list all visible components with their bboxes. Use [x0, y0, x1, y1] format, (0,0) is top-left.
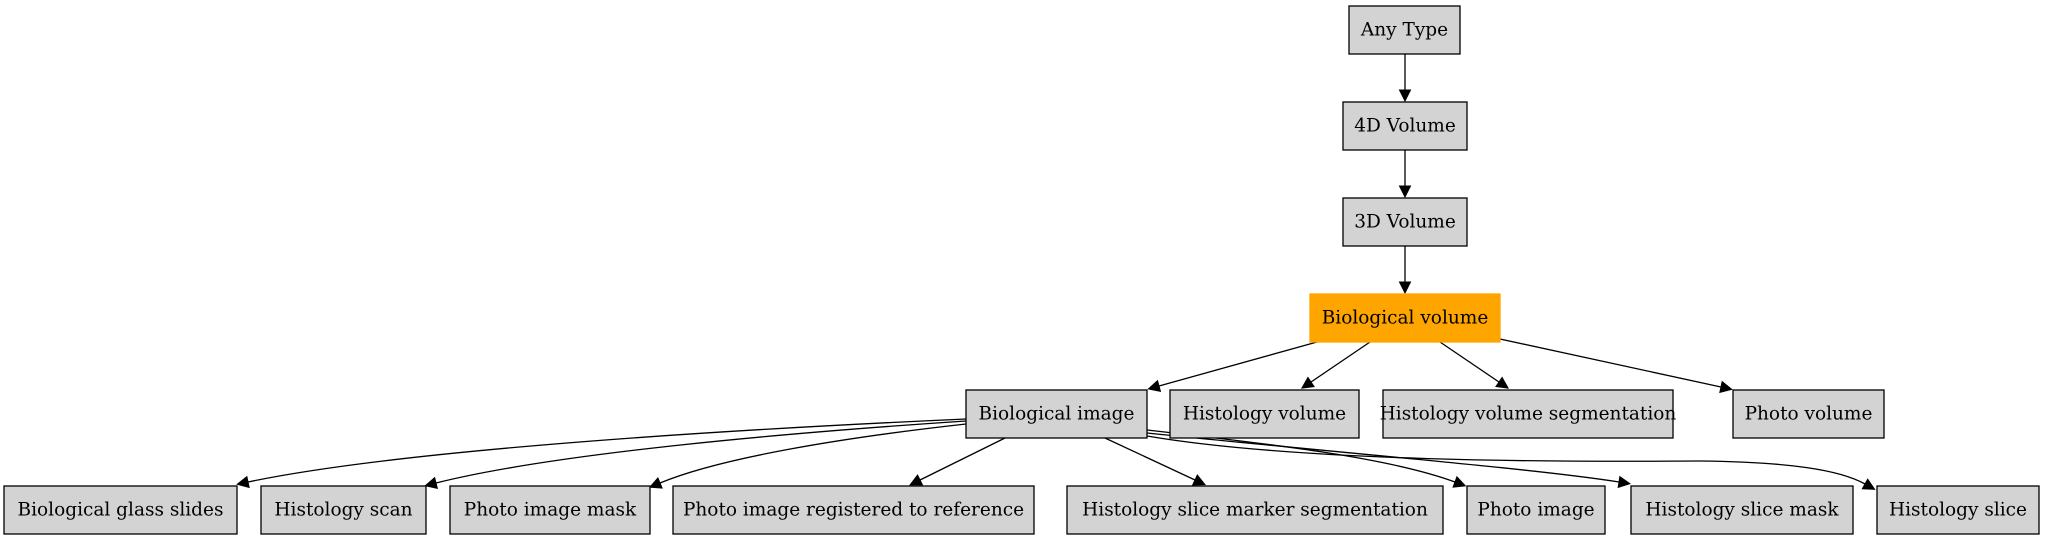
node-label: Any Type [1360, 20, 1448, 41]
edge-line [247, 418, 967, 483]
edge-line [1439, 341, 1500, 383]
arrow-head [648, 476, 663, 489]
node-box [1876, 485, 2040, 535]
node-label: Histology slice [1889, 500, 2027, 521]
node-bio-glass: Biological glass slides [3, 485, 238, 535]
edge-bio_image-to-photo_mask [648, 423, 967, 489]
node-box [1342, 101, 1468, 151]
arrow-head [1719, 380, 1733, 394]
node-label: Histology scan [274, 500, 412, 521]
arrow-head [236, 475, 250, 489]
node-histo-marker-seg: Histology slice marker segmentation [1066, 485, 1444, 535]
arrow-head [1300, 376, 1315, 389]
arrow-head [1191, 474, 1206, 486]
arrow-head [1398, 185, 1412, 199]
node-bio-volume: Biological volume [1309, 293, 1501, 343]
node-label: 4D Volume [1354, 116, 1456, 137]
node-box [260, 485, 427, 535]
arrow-head [1495, 376, 1510, 389]
node-box [1466, 485, 1606, 535]
edge-bio_image-to-bio_glass [236, 418, 967, 489]
node-histo-slice: Histology slice [1876, 485, 2040, 535]
node-label: Histology volume segmentation [1380, 404, 1677, 425]
node-label: Histology slice mask [1645, 500, 1839, 521]
node-vol3d: 3D Volume [1342, 197, 1468, 247]
node-box [1382, 389, 1674, 439]
node-photo-reg: Photo image registered to reference [672, 485, 1035, 535]
edge-line [435, 420, 967, 484]
node-label: Biological image [979, 404, 1135, 425]
node-label: Photo image mask [464, 500, 637, 521]
node-box [449, 485, 651, 535]
node-box [965, 389, 1148, 439]
edge-line [1158, 341, 1318, 387]
node-photo-volume: Photo volume [1732, 389, 1885, 439]
edge-bio_image-to-histo_scan [424, 420, 967, 489]
edge-any_type-to-vol4d [1398, 54, 1412, 103]
arrow-head [909, 474, 924, 486]
edges-layer [236, 54, 1876, 490]
edge-vol4d-to-vol3d [1398, 150, 1412, 199]
node-histo-volume: Histology volume [1169, 389, 1360, 439]
node-label: 3D Volume [1354, 212, 1456, 233]
edge-bio_image-to-photo_reg [909, 437, 1006, 486]
node-label: Biological volume [1322, 308, 1489, 329]
edge-line [1146, 435, 1866, 485]
node-photo-mask: Photo image mask [449, 485, 651, 535]
node-photo-image: Photo image [1466, 485, 1606, 535]
edge-line [1146, 432, 1620, 483]
edge-bio_volume-to-photo_volume [1499, 338, 1733, 394]
arrow-head [424, 476, 439, 489]
edge-line [659, 423, 967, 484]
node-box [1309, 293, 1501, 343]
node-box [1169, 389, 1360, 439]
node-box [1348, 5, 1461, 55]
edge-bio_volume-to-bio_image [1147, 341, 1318, 392]
edge-bio_image-to-histo_marker_seg [1104, 437, 1206, 486]
arrow-head [1147, 379, 1162, 392]
node-box [1630, 485, 1854, 535]
node-label: Photo image [1477, 500, 1594, 521]
arrow-head [1398, 89, 1412, 103]
node-any-type: Any Type [1348, 5, 1461, 55]
node-histo-vol-seg: Histology volume segmentation [1380, 389, 1677, 439]
node-histo-slice-mask: Histology slice mask [1630, 485, 1854, 535]
node-vol4d: 4D Volume [1342, 101, 1468, 151]
edge-bio_volume-to-histo_volume [1300, 341, 1371, 389]
arrow-head [1861, 478, 1876, 490]
edge-line [919, 437, 1006, 481]
node-label: Histology slice marker segmentation [1082, 500, 1428, 521]
edge-vol3d-to-bio_volume [1398, 246, 1412, 295]
node-label: Biological glass slides [18, 500, 224, 521]
edge-line [1104, 437, 1196, 481]
arrow-head [1617, 475, 1631, 489]
edge-bio_image-to-histo_slice_mask [1146, 432, 1631, 489]
node-box [1066, 485, 1444, 535]
node-label: Histology volume [1183, 404, 1346, 425]
node-histo-scan: Histology scan [260, 485, 427, 535]
node-label: Photo volume [1745, 404, 1873, 425]
node-box [1342, 197, 1468, 247]
node-box [3, 485, 238, 535]
node-box [1732, 389, 1885, 439]
edge-bio_image-to-histo_slice [1146, 435, 1876, 490]
arrow-head [1452, 475, 1467, 488]
edge-bio_volume-to-histo_vol_seg [1439, 341, 1510, 389]
arrow-head [1398, 281, 1412, 295]
node-label: Photo image registered to reference [683, 500, 1024, 521]
edge-line [1499, 338, 1722, 388]
node-bio-image: Biological image [965, 389, 1148, 439]
edge-line [1310, 341, 1371, 383]
node-box [672, 485, 1035, 535]
